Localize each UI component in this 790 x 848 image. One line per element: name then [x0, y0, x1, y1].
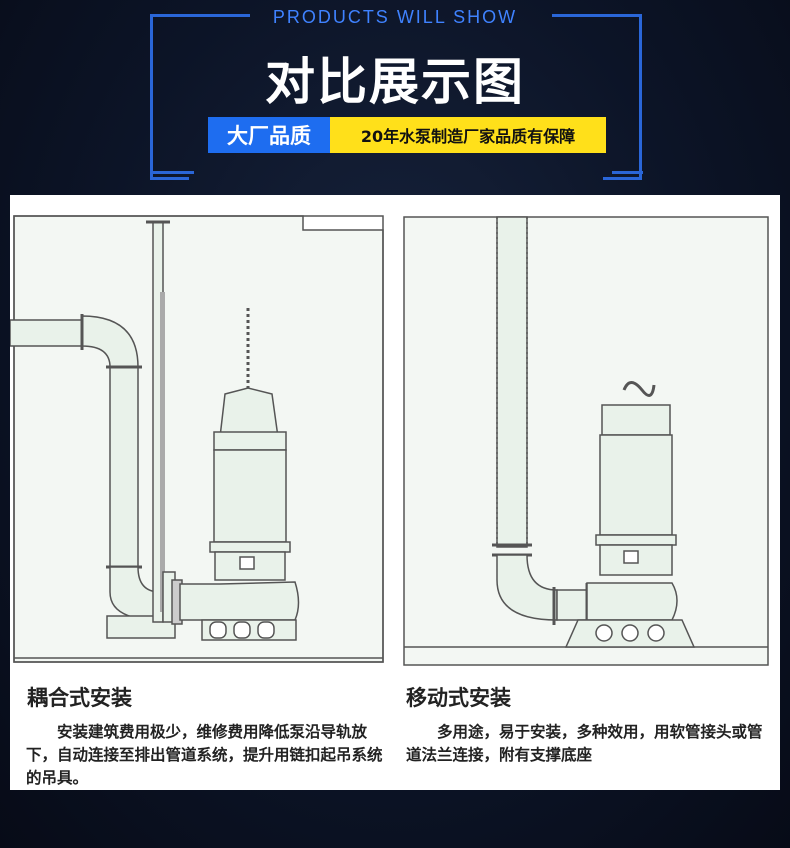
header-frame-top-left [150, 14, 250, 17]
comparison-panel: 耦合式安装 安装建筑费用极少，维修费用降低泵沿导轨放下，自动连接至排出管道系统，… [10, 195, 780, 790]
portable-description: 多用途，易于安装，多种效用，用软管接头或管道法兰连接，附有支撑底座 [406, 723, 763, 764]
header-frame-top-right [552, 14, 640, 17]
coupling-description: 安装建筑费用极少，维修费用降低泵沿导轨放下，自动连接至排出管道系统，提升用链扣起… [26, 723, 383, 787]
header-frame-bottom-left [150, 171, 194, 174]
header-frame-bottom-right [612, 171, 643, 174]
portable-installation-diagram [403, 216, 769, 666]
portable-title: 移动式安装 [406, 686, 511, 710]
tag-quality: 大厂品质 [208, 117, 330, 153]
subtitle-en: PRODUCTS WILL SHOW [272, 7, 518, 27]
tag-guarantee: 20年水泵制造厂家品质有保障 [330, 117, 606, 153]
coupling-installation-diagram [10, 215, 384, 663]
page-title: 对比展示图 [265, 53, 525, 111]
coupling-title: 耦合式安装 [27, 686, 132, 710]
